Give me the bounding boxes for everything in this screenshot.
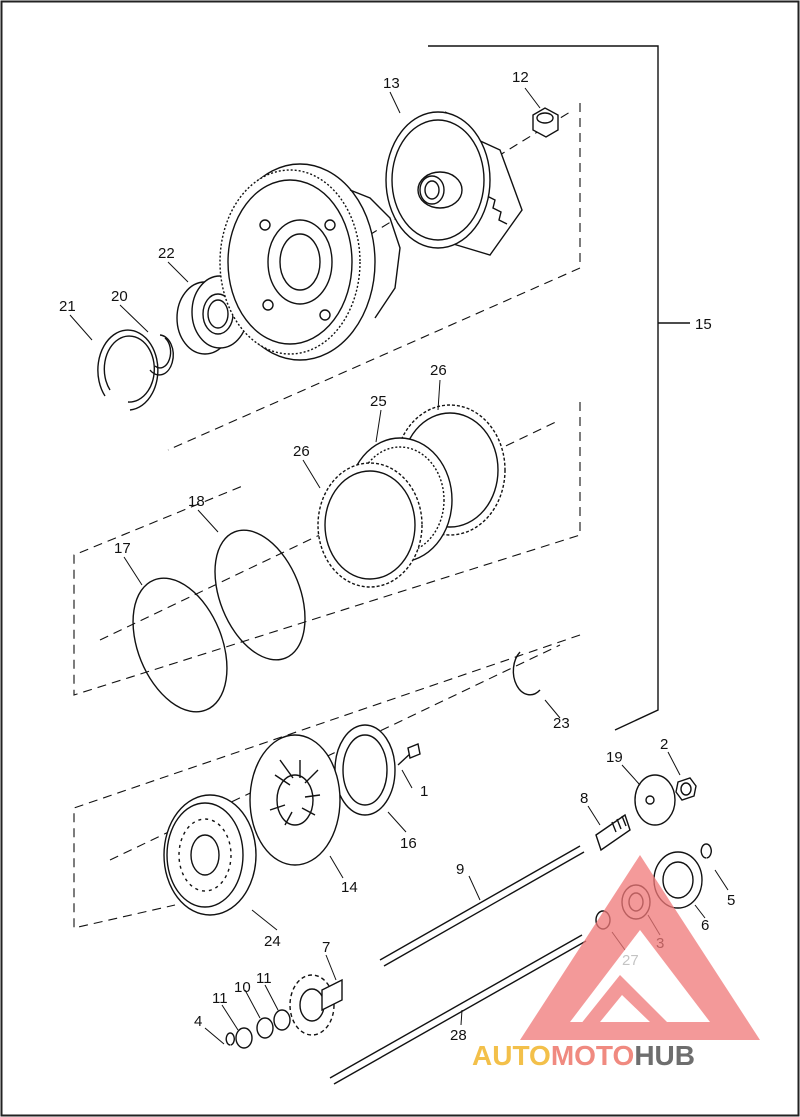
part-12-nut <box>532 107 559 138</box>
part-7-inner-ramp <box>289 974 343 1036</box>
part-13-clutch-basket <box>385 111 523 256</box>
callout-5: 5 <box>727 892 735 909</box>
part-21-snap-ring <box>97 329 159 411</box>
callout-4: 4 <box>194 1013 202 1030</box>
part-23-snap-ring <box>512 651 541 696</box>
watermark-moto: MOTO <box>551 1040 634 1071</box>
callout-12: 12 <box>512 69 529 86</box>
callout-8: 8 <box>580 790 588 807</box>
part-14-diaphragm-spring <box>249 734 341 866</box>
svg-text:AUTOMOTOHUB: AUTOMOTOHUB <box>472 1040 695 1071</box>
callout-23: 23 <box>553 715 570 732</box>
part-11-washer-a <box>273 1009 291 1031</box>
callout-18: 18 <box>188 493 205 510</box>
part-11-washer-b <box>235 1027 253 1049</box>
part-5-retaining-ring <box>700 843 712 859</box>
watermark-text: AUTOMOTOHUB <box>472 1040 695 1071</box>
callout-20: 20 <box>111 288 128 305</box>
part-24-pressure-plate <box>163 794 257 916</box>
callout-21: 21 <box>59 298 76 315</box>
callout-28: 28 <box>450 1027 467 1044</box>
part-16-spring-seat <box>334 724 396 816</box>
callout-14: 14 <box>341 879 358 896</box>
callout-26-front: 26 <box>293 443 310 460</box>
callout-16: 16 <box>400 835 417 852</box>
callout-1: 1 <box>420 783 428 800</box>
callout-15: 15 <box>695 316 712 333</box>
part-28-pushrod <box>329 934 587 1085</box>
watermark-auto: AUTO <box>472 1040 551 1071</box>
callout-9: 9 <box>456 861 464 878</box>
watermark-hub: HUB <box>634 1040 695 1071</box>
watermark-logo <box>520 855 760 1040</box>
primary-gear-housing <box>219 163 401 361</box>
part-10-bearing <box>256 1017 274 1039</box>
callout-22: 22 <box>158 245 175 262</box>
callout-25: 25 <box>370 393 387 410</box>
callout-24: 24 <box>264 933 281 950</box>
callout-13: 13 <box>383 75 400 92</box>
callout-11-upper: 11 <box>256 970 272 987</box>
callout-6: 6 <box>701 917 709 934</box>
part-17-o-ring <box>132 577 228 713</box>
part-26-friction-plate-front <box>317 462 423 588</box>
part-19-adjusting-plate <box>634 774 676 826</box>
assembly-bracket <box>428 45 690 731</box>
callout-2: 2 <box>660 736 668 753</box>
callout-17: 17 <box>114 540 131 557</box>
part-1-bolt <box>397 743 421 766</box>
callout-26-rear: 26 <box>430 362 447 379</box>
part-8-adjusting-screw <box>595 813 631 852</box>
part-2-locknut <box>675 777 697 801</box>
part-20-retaining-ring <box>149 334 174 376</box>
part-4-retaining-ring <box>225 1032 235 1046</box>
callout-19: 19 <box>606 749 623 766</box>
callout-11-lower: 11 <box>212 990 228 1007</box>
part-9-pushrod <box>379 845 585 967</box>
part-6-release-cover <box>653 851 703 909</box>
callout-7: 7 <box>322 939 330 956</box>
callout-10: 10 <box>234 979 251 996</box>
part-18-o-ring <box>214 529 306 661</box>
